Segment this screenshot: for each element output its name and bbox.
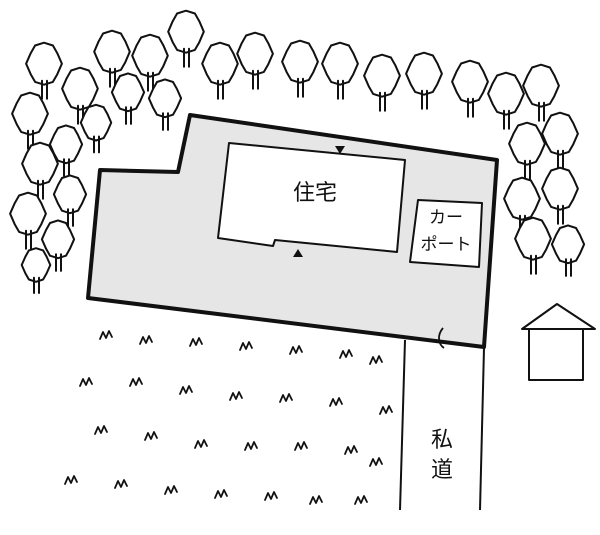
road-label-char1: 私 — [431, 428, 453, 453]
tree-outline-icon — [522, 63, 560, 122]
house-footprint — [217, 142, 406, 253]
grass-tuft-icon — [114, 479, 128, 489]
grass-tuft-icon — [214, 489, 228, 499]
road-edge-left — [399, 339, 406, 511]
grass-tuft-icon — [99, 330, 113, 340]
tree-outline-icon — [110, 72, 146, 125]
house-label: 住宅 — [293, 181, 337, 206]
tree-outline-icon — [167, 9, 205, 68]
grass-tuft-icon — [309, 495, 323, 505]
grass-tuft-icon — [229, 391, 243, 401]
tree-outline-icon — [20, 247, 52, 294]
grass-tuft-icon — [239, 341, 253, 351]
tree-outline-icon — [451, 59, 489, 118]
tree-cluster — [9, 9, 586, 294]
tree-outline-icon — [541, 166, 579, 225]
entrance-marker-bottom — [293, 249, 303, 257]
grass-tuft-icon — [194, 439, 208, 449]
tree-outline-icon — [52, 174, 88, 227]
grass-tuft-icon — [369, 457, 383, 467]
tree-outline-icon — [281, 39, 319, 98]
grass-tuft-icon — [339, 349, 353, 359]
grass-tuft-icon — [139, 335, 153, 345]
tree-outline-icon — [25, 41, 63, 100]
tree-outline-icon — [11, 91, 49, 150]
road-edge-right — [479, 347, 485, 511]
grass-tuft-icon — [289, 345, 303, 355]
tree-outline-icon — [514, 216, 552, 275]
tree-outline-icon — [201, 41, 239, 100]
carport-label-line1: カー — [429, 208, 463, 228]
neighbor-house-icon — [521, 303, 596, 381]
tree-outline-icon — [79, 103, 113, 154]
grass-tuft-icon — [379, 405, 393, 415]
tree-outline-icon — [9, 191, 47, 250]
road-label-char2: 道 — [431, 458, 453, 483]
tree-outline-icon — [508, 121, 546, 180]
grass-tuft-icon — [144, 431, 158, 441]
tree-outline-icon — [147, 78, 183, 131]
entrance-marker-top — [335, 146, 345, 154]
tree-outline-icon — [131, 33, 169, 92]
grass-tuft-icon — [164, 485, 178, 495]
grass-tuft-icon — [244, 441, 258, 451]
tree-outline-icon — [236, 31, 274, 90]
tree-outline-icon — [321, 41, 359, 100]
tree-outline-icon — [487, 71, 525, 130]
tree-outline-icon — [40, 219, 76, 272]
grass-tuft-icon — [369, 355, 383, 365]
grass-tuft-icon — [64, 475, 78, 485]
gate-marker — [438, 327, 445, 349]
grass-tuft-icon — [344, 445, 358, 455]
grass-tuft-icon — [189, 337, 203, 347]
grass-tuft-icon — [94, 425, 108, 435]
grass-tuft-icon — [294, 441, 308, 451]
carport-label-line2: ポート — [421, 235, 472, 255]
tree-outline-icon — [541, 111, 579, 170]
tree-outline-icon — [48, 124, 84, 177]
carport-box — [409, 199, 483, 268]
tree-outline-icon — [405, 51, 443, 110]
grass-tuft-icon — [329, 397, 343, 407]
tree-outline-icon — [363, 53, 401, 112]
grass-tuft-icon — [264, 491, 278, 501]
tree-outline-icon — [550, 224, 586, 277]
grass-tuft-icon — [179, 385, 193, 395]
grass-tuft-icon — [129, 377, 143, 387]
grass-tuft-icon — [354, 495, 368, 505]
grass-tuft-icon — [79, 377, 93, 387]
grass-field — [64, 330, 393, 505]
grass-tuft-icon — [279, 393, 293, 403]
